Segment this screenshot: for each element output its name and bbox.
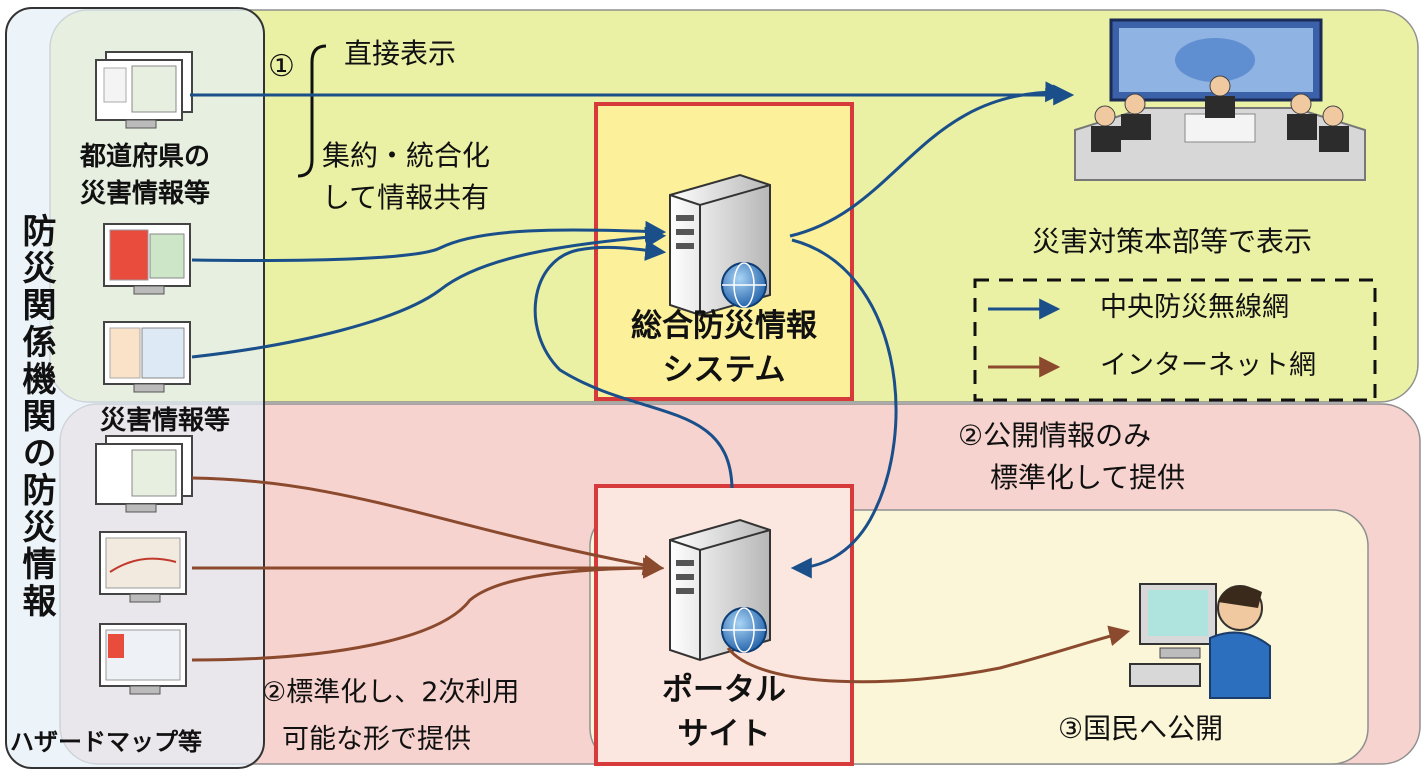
system-label-line2: システム (662, 352, 786, 388)
monitor-hazard-2 (99, 531, 187, 603)
step1-aggregate-line2: して情報共有 (322, 181, 490, 214)
arrow-public-to-portal (790, 238, 898, 579)
legend-internet-label: インターネット網 (1100, 350, 1316, 381)
hq-caption: 災害対策本部等で表示 (1032, 225, 1313, 258)
arrow-aggregate-2 (191, 226, 667, 359)
arrow-internet-1 (191, 476, 665, 576)
step1-aggregate-line1: 集約・統合化 (322, 139, 491, 172)
monitor-hazard-1 (95, 435, 193, 513)
prefecture-caption-line2: 災害情報等 (80, 179, 211, 209)
arrow-to-hq (789, 81, 1067, 238)
conference-room-icon (1074, 18, 1366, 181)
vertical-title: 防災関係機関の防災情報 (16, 213, 56, 620)
step3-caption: ③国民へ公開 (1058, 712, 1224, 745)
monitor-prefecture (95, 51, 193, 129)
arrow-to-citizen (726, 625, 1131, 684)
step2-standard-line1: ②標準化し、2次利用 (262, 677, 520, 708)
citizen-pc-icon (1129, 583, 1271, 699)
hazard-caption: ハザードマップ等 (10, 728, 202, 756)
system-label-line1: 総合防災情報 (631, 308, 817, 344)
step1-marker: ① (268, 49, 295, 84)
step2-public-line1: ②公開情報のみ (958, 419, 1152, 452)
legend-frame (973, 278, 1377, 402)
step1-bracket (297, 44, 327, 178)
portal-label-line2: サイト (677, 716, 771, 752)
system-server-icon (669, 173, 771, 317)
arrow-aggregate-1 (191, 220, 667, 262)
monitor-hazard-3 (99, 623, 187, 695)
step2-standard-line2: 可能な形で提供 (282, 724, 471, 755)
arrow-internet-3 (191, 557, 665, 662)
arrow-portal-to-system (533, 240, 734, 489)
step1-direct: 直接表示 (344, 37, 457, 70)
prefecture-caption-line1: 都道府県の (80, 142, 211, 172)
disaster-caption: 災害情報等 (100, 406, 231, 436)
portal-server-icon (669, 518, 771, 662)
legend-central-label: 中央防災無線網 (1100, 292, 1289, 323)
monitor-disaster-1 (103, 223, 191, 295)
monitor-disaster-2 (103, 321, 191, 393)
step2-public-line2: 標準化して提供 (990, 461, 1186, 494)
portal-label-line1: ポータル (662, 672, 786, 708)
